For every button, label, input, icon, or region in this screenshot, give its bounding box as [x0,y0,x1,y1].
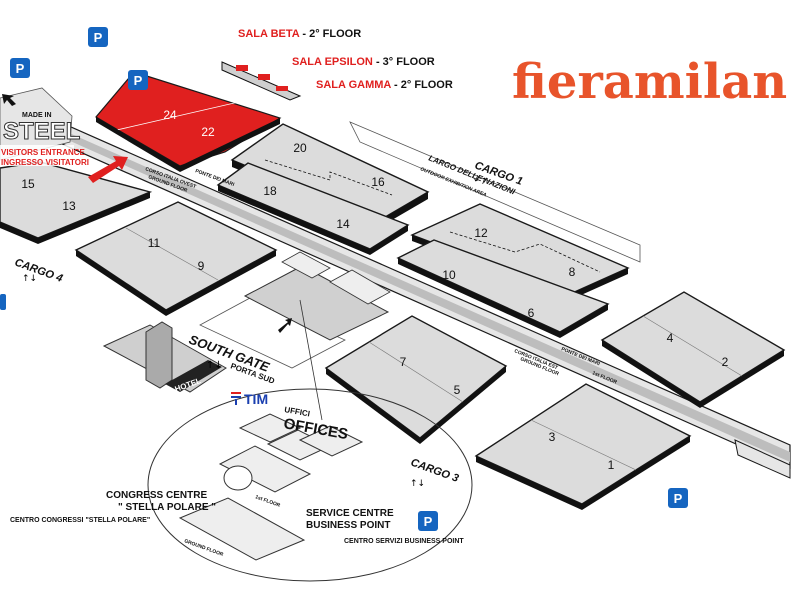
hall-number: 18 [263,184,277,198]
hall-number: 11 [148,236,161,250]
room-label: SALA BETA - 2° FLOOR [238,28,361,40]
south-gate-complex [199,251,391,369]
hall-number: 5 [454,383,461,397]
walkway [40,122,791,479]
tim-logo: TIM [244,391,268,407]
gate-arrows-icon: ↑↓ [206,360,223,371]
made-in-text: MADE IN [22,112,52,119]
visitors-entrance-en: VISITORS ENTRANCE [1,148,86,157]
sala-rooms [221,61,302,101]
hall-number: 15 [21,177,35,191]
hall-10-6[interactable]: 10 6 [396,239,610,338]
service-subtitle: BUSINESS POINT [306,520,390,531]
svg-text:P: P [94,30,103,45]
service-it: CENTRO SERVIZI BUSINESS POINT [344,538,464,545]
room-label: SALA EPSILON - 3° FLOOR [292,56,435,68]
hall-number: 1 [608,458,615,472]
floor-label: GROUND FLOOR [183,538,224,558]
parking-icon[interactable] [0,294,6,310]
floor-label: 1st FLOOR [254,494,281,509]
hall-number: 4 [667,331,674,345]
hall-18-14[interactable]: 18 14 [216,162,410,255]
parking-icon[interactable]: P [10,58,30,78]
congress-it: CENTRO CONGRESSI "STELLA POLARE" [10,517,150,524]
cargo-arrows-icon: ↑↓ [410,479,425,489]
parking-icon[interactable]: P [128,70,148,90]
hall-number: 10 [442,268,456,282]
parking-icon[interactable]: P [418,511,438,531]
hall-number: 20 [293,141,307,155]
congress-title: CONGRESS CENTRE [106,490,207,501]
made-in-steel-entrance[interactable]: MADE IN STEEL VISITORS ENTRANCE INGRESSO… [0,87,89,167]
hall-24-22[interactable]: 24 22 [95,71,282,172]
service-title: SERVICE CENTRE [306,508,394,519]
hall-number: 7 [400,355,407,369]
brand-logo: fieramilan [512,54,787,110]
hall-number: 16 [371,175,385,189]
svg-text:P: P [16,61,25,76]
hall-11-9[interactable]: 11 9 [74,201,278,316]
entrance-arrow-icon [88,156,128,183]
hall-number: 24 [163,108,177,122]
congress-area [147,388,473,582]
hall-number: 22 [201,125,215,139]
hall-number: 13 [62,199,76,213]
svg-text:P: P [424,514,433,529]
hall-number: 6 [528,306,535,320]
room-label: SALA GAMMA - 2° FLOOR [316,79,453,91]
outdoor-exhibition-area [349,121,641,263]
hall-7-5[interactable]: 7 5 [324,315,508,444]
tim-icon [231,392,241,405]
pointer-line [299,299,323,421]
hall-number: 3 [549,430,556,444]
parking-icon[interactable]: P [88,27,108,47]
svg-text:P: P [674,491,683,506]
hotel-building [102,321,227,393]
hall-number: 2 [722,355,729,369]
hall-3-1[interactable]: 3 1 [474,383,692,510]
steel-logo: STEEL [3,118,80,145]
cargo-arrows-icon: ↑↓ [22,274,37,284]
gate-arrow-icon [278,318,292,333]
congress-subtitle: " STELLA POLARE " [118,502,216,513]
hall-number: 9 [198,259,205,273]
cargo-arrows-icon: ↓↑ [471,173,489,188]
arrow-icon [2,94,16,106]
offices-it: UFFICI [284,405,311,418]
hall-number: 8 [569,265,576,279]
hall-4-2[interactable]: 4 2 [600,291,786,408]
hotel-brand: TIM [175,395,187,404]
svg-text:P: P [134,73,143,88]
hall-number: 12 [474,226,488,240]
visitors-entrance-it: INGRESSO VISITATORI [1,158,89,167]
cargo-4-label: CARGO 4 [13,257,64,285]
hall-number: 14 [336,217,350,231]
parking-icon[interactable]: P [668,488,688,508]
